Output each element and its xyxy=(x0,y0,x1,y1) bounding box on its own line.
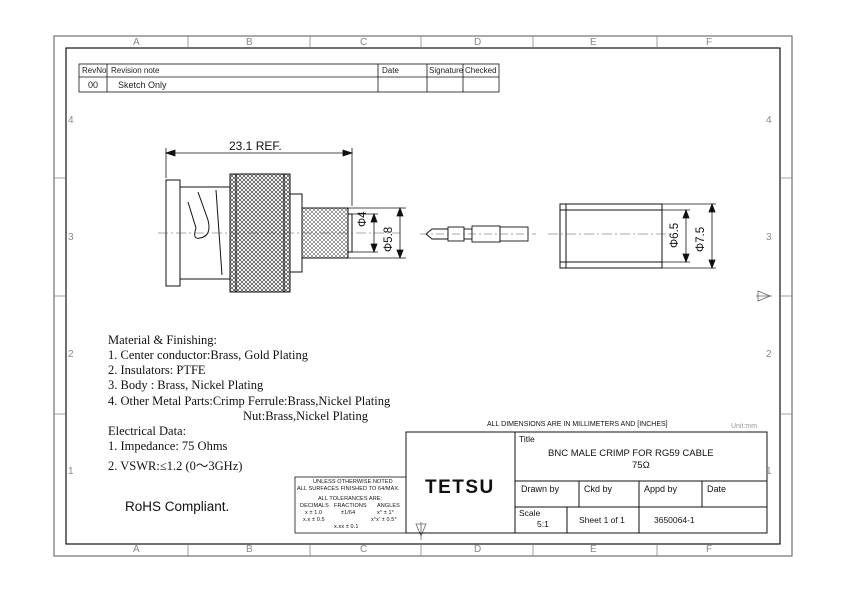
appd-by-label: Appd by xyxy=(644,484,678,494)
dim-length-label: 23.1 REF. xyxy=(229,139,282,153)
grid-col-a-bottom: A xyxy=(133,544,140,555)
grid-col-f-bottom: F xyxy=(706,544,713,555)
outer-border xyxy=(53,35,793,557)
crimp-ferrule-drawing xyxy=(559,203,663,269)
grid-row-3-right: 3 xyxy=(766,232,772,243)
rev-row-no: 00 xyxy=(88,80,99,90)
rev-header-date: Date xyxy=(382,66,399,75)
grid-row-1-right: 1 xyxy=(766,466,772,477)
date-label: Date xyxy=(707,484,727,494)
tolerance-box-lines xyxy=(294,476,407,534)
rev-header-signature: Signature xyxy=(429,66,464,75)
tol-decimal-1: x ± 1.0 xyxy=(305,510,323,516)
grid-col-d-top: D xyxy=(474,37,482,48)
ckd-by-label: Ckd by xyxy=(584,484,613,494)
grid-col-c-bottom: C xyxy=(360,544,368,555)
tol-line-1: UNLESS OTHERWISE NOTED xyxy=(313,479,393,485)
dim-ferrule2-lines xyxy=(662,202,716,270)
material-title: Material & Finishing: xyxy=(108,333,218,347)
scale-label: Scale xyxy=(519,508,541,518)
dim-phi4-label: Φ4 xyxy=(357,211,369,227)
tol-line-2: ALL SURFACES FINISHED TO 64/MAX. xyxy=(297,486,400,492)
rohs-label: RoHS Compliant. xyxy=(125,499,230,514)
scale-value: 5:1 xyxy=(537,519,549,529)
material-item-3: 3. Body : Brass, Nickel Plating xyxy=(108,378,264,392)
grid-row-3-left: 3 xyxy=(68,232,74,243)
dim-phi75-label: Φ7.5 xyxy=(695,226,707,252)
material-item-1: 1. Center conductor:Brass, Gold Plating xyxy=(108,348,308,362)
tol-angles-header: ANGLES xyxy=(377,503,400,509)
material-item-4: 4. Other Metal Parts:Crimp Ferrule:Brass… xyxy=(108,394,391,408)
grid-col-e-top: E xyxy=(590,37,597,48)
tol-angle-1: x° ± 1° xyxy=(377,510,394,516)
centering-arrow-bottom xyxy=(415,522,427,540)
tol-fraction-1: ±1/64 xyxy=(341,510,356,516)
tol-decimal-3: x.xx ± 0.1 xyxy=(334,524,359,530)
sheet-label: Sheet 1 of 1 xyxy=(579,515,625,525)
company-logo-text: TETSU xyxy=(425,477,495,498)
tol-decimal-2: x.x ± 0.5 xyxy=(303,517,325,523)
rev-header-note: Revision note xyxy=(111,66,160,75)
drawn-by-label: Drawn by xyxy=(521,484,560,494)
rev-row-note: Sketch Only xyxy=(118,80,167,90)
grid-row-2-right: 2 xyxy=(766,349,772,360)
title-line-1: BNC MALE CRIMP FOR RG59 CABLE xyxy=(548,448,714,459)
grid-col-f-top: F xyxy=(706,37,713,48)
tol-decimals-header: DECIMALS xyxy=(300,503,329,509)
material-item-2: 2. Insulators: PTFE xyxy=(108,363,206,377)
tol-line-3: ALL TOLERANCES ARE: xyxy=(318,496,383,502)
revision-table-lines xyxy=(78,63,500,93)
all-dims-note: ALL DIMENSIONS ARE IN MILLIMETERS AND [I… xyxy=(487,421,668,428)
grid-col-b-bottom: B xyxy=(246,544,253,555)
grid-row-2-left: 2 xyxy=(68,349,74,360)
dim-phi58-label: Φ5.8 xyxy=(383,226,395,252)
grid-row-4-left: 4 xyxy=(68,115,74,126)
dim-phi65-label: Φ6.5 xyxy=(669,222,681,248)
grid-col-b-top: B xyxy=(246,37,253,48)
rev-header-checked: Checked xyxy=(465,66,497,75)
dim-ferrule-lines xyxy=(348,206,406,260)
grid-col-c-top: C xyxy=(360,37,368,48)
material-item-5: Nut:Brass,Nickel Plating xyxy=(243,409,368,423)
dim-length-lines xyxy=(164,148,354,206)
centering-arrow-right xyxy=(756,290,772,302)
grid-col-d-bottom: D xyxy=(474,544,482,555)
tol-angle-2: x°x' ± 0.5° xyxy=(371,517,397,523)
title-label: Title xyxy=(519,434,535,444)
tol-fractions-header: FRACTIONS xyxy=(334,503,367,509)
grid-row-1-left: 1 xyxy=(68,466,74,477)
rev-header-revno: RevNo xyxy=(82,66,107,75)
grid-col-a-top: A xyxy=(133,37,140,48)
electrical-title: Electrical Data: xyxy=(108,424,187,438)
title-line-2: 75Ω xyxy=(632,460,650,471)
electrical-item-2: 2. VSWR:≤1.2 (0～3GHz) xyxy=(108,459,243,473)
electrical-item-1: 1. Impedance: 75 Ohms xyxy=(108,439,228,453)
part-number: 3650064-1 xyxy=(654,515,695,525)
grid-row-4-right: 4 xyxy=(766,115,772,126)
unit-label: Unit:mm xyxy=(731,423,758,430)
grid-col-e-bottom: E xyxy=(590,544,597,555)
